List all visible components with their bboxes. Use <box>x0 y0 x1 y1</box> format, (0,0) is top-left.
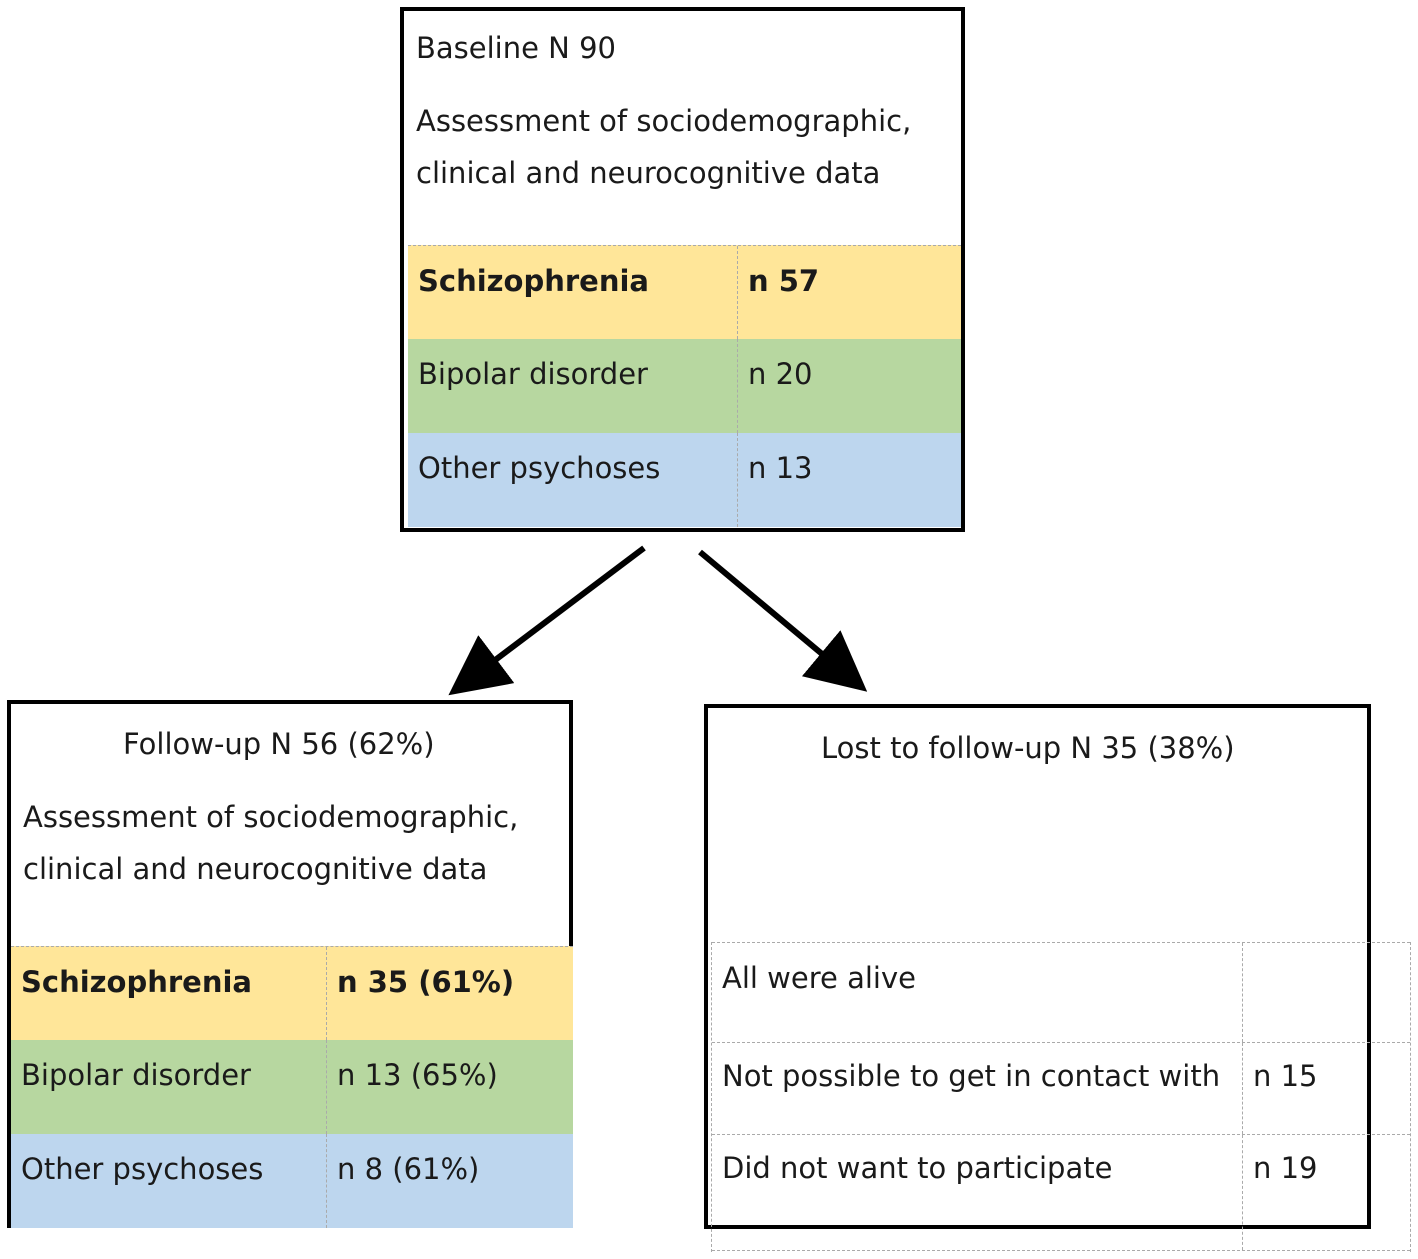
followup-box: Follow-up N 56 (62%) Assessment of socio… <box>7 700 573 1228</box>
baseline-row-label: Bipolar disorder <box>408 339 738 433</box>
baseline-row-label: Other psychoses <box>408 433 738 527</box>
lost-row-label: Not possible to get in contact with <box>712 1043 1243 1134</box>
baseline-row-schizophrenia: Schizophrenia n 57 <box>408 245 961 339</box>
baseline-row-value: n 13 <box>748 451 813 485</box>
followup-row-value: n 8 (61%) <box>337 1152 480 1186</box>
baseline-description-line1: Assessment of sociodemographic, <box>416 104 912 138</box>
followup-row-value: n 13 (65%) <box>337 1058 498 1092</box>
baseline-row-other-psychoses: Other psychoses n 13 <box>408 433 961 527</box>
baseline-row-value: n 57 <box>748 264 820 298</box>
followup-row-schizophrenia: Schizophrenia n 35 (61%) <box>11 946 573 1040</box>
followup-row-label: Bipolar disorder <box>11 1040 327 1134</box>
followup-title: Follow-up N 56 (62%) <box>123 727 435 761</box>
baseline-row-value: n 20 <box>748 357 813 391</box>
baseline-description-line2: clinical and neurocognitive data <box>416 156 881 190</box>
followup-description-line1: Assessment of sociodemographic, <box>23 800 519 834</box>
lost-row-value <box>1243 943 1410 1042</box>
baseline-title: Baseline N 90 <box>416 31 616 65</box>
arrow-to-lost <box>698 549 868 692</box>
lost-row-label: All were alive <box>712 943 1243 1042</box>
lost-table: All were alive Not possible to get in co… <box>711 942 1411 1252</box>
lost-row-value: n 19 <box>1253 1151 1318 1185</box>
lost-row-declined: Did not want to participate n 19 <box>712 1135 1410 1251</box>
lost-row-alive: All were alive <box>712 942 1410 1043</box>
baseline-row-bipolar: Bipolar disorder n 20 <box>408 339 961 433</box>
lost-row-value: n 15 <box>1253 1059 1318 1093</box>
baseline-row-label: Schizophrenia <box>408 246 738 339</box>
followup-row-bipolar: Bipolar disorder n 13 (65%) <box>11 1040 573 1134</box>
lost-row-label: Did not want to participate <box>712 1135 1243 1250</box>
followup-row-label: Other psychoses <box>11 1134 327 1228</box>
arrow-to-followup <box>448 545 646 696</box>
followup-row-value: n 35 (61%) <box>337 965 515 999</box>
baseline-box: Baseline N 90 Assessment of sociodemogra… <box>400 7 965 532</box>
followup-description-line2: clinical and neurocognitive data <box>23 852 488 886</box>
followup-row-other-psychoses: Other psychoses n 8 (61%) <box>11 1134 573 1228</box>
lost-row-no-contact: Not possible to get in contact with n 15 <box>712 1043 1410 1135</box>
followup-row-label: Schizophrenia <box>11 947 327 1040</box>
lost-title: Lost to follow-up N 35 (38%) <box>821 731 1235 765</box>
lost-box: Lost to follow-up N 35 (38%) <box>704 704 1371 1229</box>
